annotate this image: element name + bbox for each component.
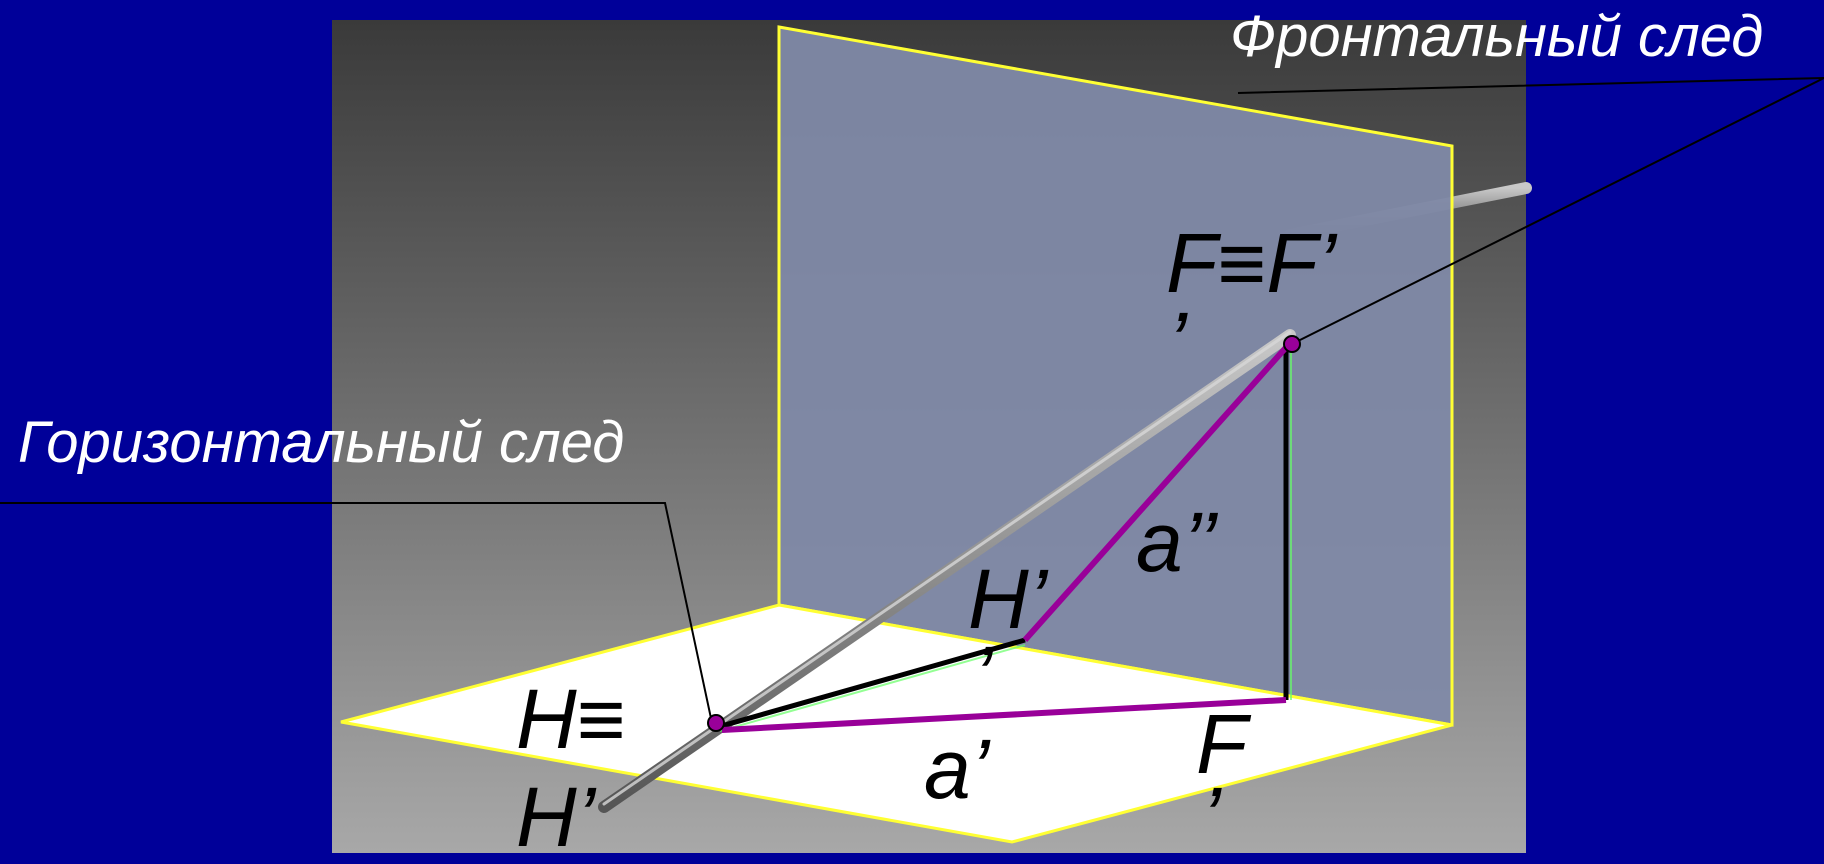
leader-frontal-trace <box>1237 77 1824 345</box>
caption-horizontal-trace: Горизонтальный след <box>18 410 625 475</box>
label-f-top-mark: ’ <box>1168 295 1187 389</box>
label-h-prime-mid: H’ <box>968 552 1048 646</box>
point-frontal-trace <box>1283 335 1301 353</box>
label-h-mid-mark: ’ <box>974 629 993 723</box>
point-horizontal-trace <box>707 714 725 732</box>
label-h-prime-bottom: H’ <box>516 770 596 864</box>
projection-h-to-hmid <box>717 637 1026 730</box>
label-a-double-prime: a’’ <box>1136 495 1217 589</box>
label-f-bottom: F <box>1196 697 1248 791</box>
label-a-prime: a’ <box>924 722 990 816</box>
leader-horizontal-trace <box>0 502 713 724</box>
label-f-equiv-f-prime: F≡F’ <box>1166 216 1337 310</box>
projection-hmid-green <box>719 644 1026 732</box>
projection-a-prime <box>721 697 1287 733</box>
projection-a-double-prime <box>1022 341 1293 642</box>
label-f-bottom-mark: ’ <box>1202 770 1221 864</box>
label-h-equiv: H≡ <box>516 672 626 766</box>
caption-frontal-trace: Фронтальный след <box>1230 4 1764 69</box>
